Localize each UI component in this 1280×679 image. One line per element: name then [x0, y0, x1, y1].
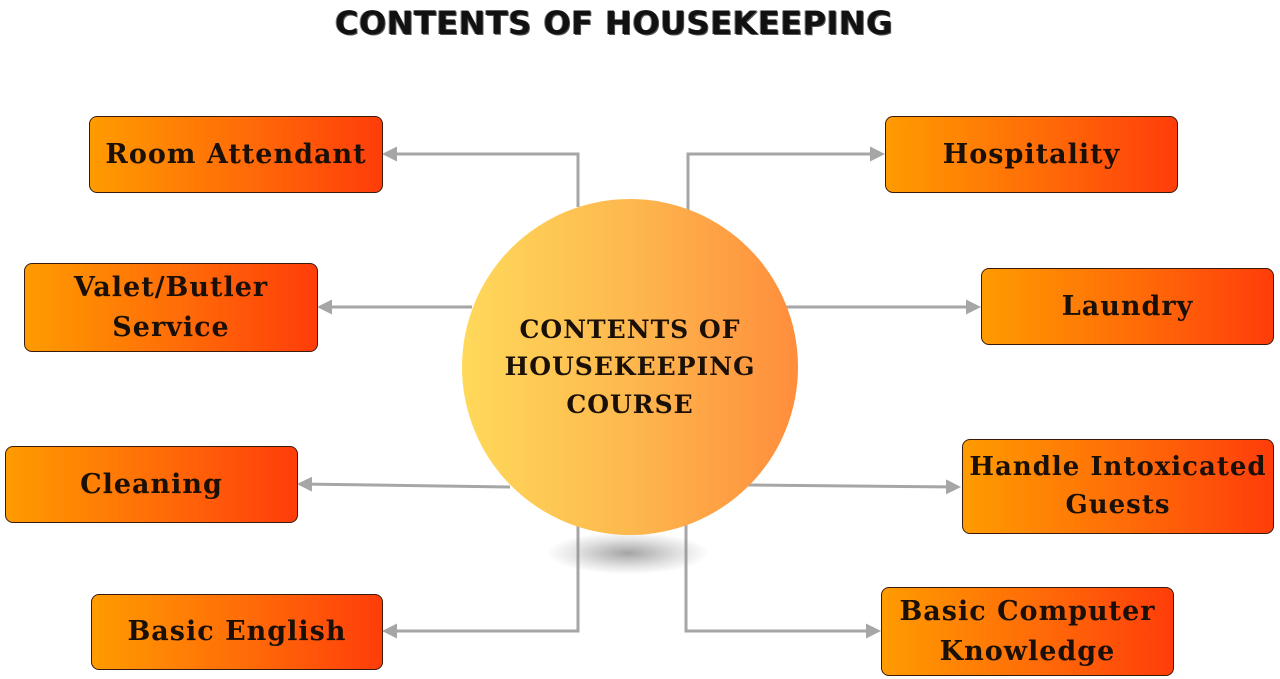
node-label: Hospitality: [942, 138, 1121, 170]
node-label: Basic English: [127, 616, 347, 648]
connector-cleaning: [297, 476, 511, 492]
central-hub: CONTENTS OF HOUSEKEEPING COURSE: [462, 199, 798, 535]
node-label: Laundry: [1061, 290, 1194, 322]
connector-computer-knowledge: [684, 525, 881, 639]
node-label: Valet/Butler Service: [73, 272, 269, 343]
node-label: Cleaning: [80, 468, 223, 500]
node-handle-intoxicated-guests: Handle Intoxicated Guests: [962, 439, 1274, 534]
node-label: Room Attendant: [105, 138, 367, 170]
node-label: Basic Computer Knowledge: [899, 596, 1156, 667]
connector-hospitality: [686, 146, 885, 210]
node-basic-english: Basic English: [91, 594, 383, 670]
connector-intoxicated-guests: [747, 479, 961, 495]
node-cleaning: Cleaning: [5, 446, 298, 523]
diagram-title: CONTENTS OF HOUSEKEEPING: [335, 4, 893, 42]
connector-basic-english: [382, 525, 580, 639]
node-label: Handle Intoxicated Guests: [969, 451, 1267, 520]
hub-label: CONTENTS OF HOUSEKEEPING COURSE: [504, 314, 756, 419]
node-valet-butler-service: Valet/Butler Service: [24, 263, 318, 352]
node-hospitality: Hospitality: [885, 116, 1178, 193]
node-room-attendant: Room Attendant: [89, 116, 383, 193]
connector-room-attendant: [382, 146, 580, 207]
node-laundry: Laundry: [981, 268, 1274, 345]
node-basic-computer-knowledge: Basic Computer Knowledge: [881, 587, 1174, 676]
hub-shadow: [548, 532, 708, 574]
